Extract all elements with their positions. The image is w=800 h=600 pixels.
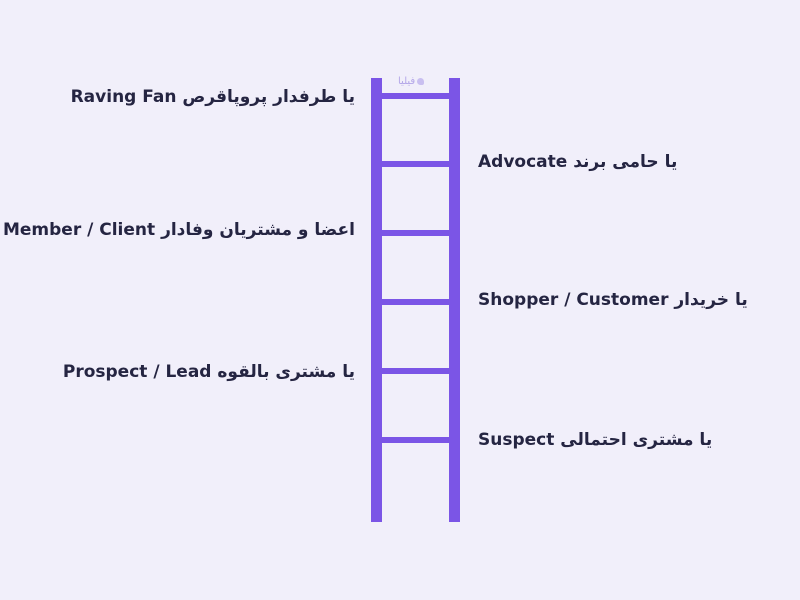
ladder-rung-4 bbox=[382, 299, 449, 305]
watermark-icon bbox=[417, 78, 425, 85]
ladder-rung-5 bbox=[382, 368, 449, 374]
ladder-rung-6 bbox=[382, 437, 449, 443]
ladder-rung-3 bbox=[382, 230, 449, 236]
ladder-rung-1 bbox=[382, 93, 449, 99]
step-label-raving-fan: Raving Fan یا طرفدار پروپاقرص bbox=[70, 87, 355, 107]
ladder-left-rail bbox=[371, 78, 382, 522]
ladder-rung-2 bbox=[382, 161, 449, 167]
step-label-member-client: Member / Client اعضا و مشتریان وفادار bbox=[2, 220, 355, 240]
step-label-prospect-lead: Prospect / Lead یا مشتری بالقوه bbox=[62, 362, 355, 382]
ladder-right-rail bbox=[449, 78, 460, 522]
step-label-advocate: Advocate یا حامی برند bbox=[478, 152, 678, 172]
step-label-suspect: Suspect یا مشتری احتمالی bbox=[478, 430, 713, 450]
watermark-text: فیلیا bbox=[398, 76, 416, 87]
step-label-shopper-customer: Shopper / Customer یا خریدار bbox=[478, 290, 748, 310]
watermark-logo: فیلیا bbox=[398, 76, 425, 87]
